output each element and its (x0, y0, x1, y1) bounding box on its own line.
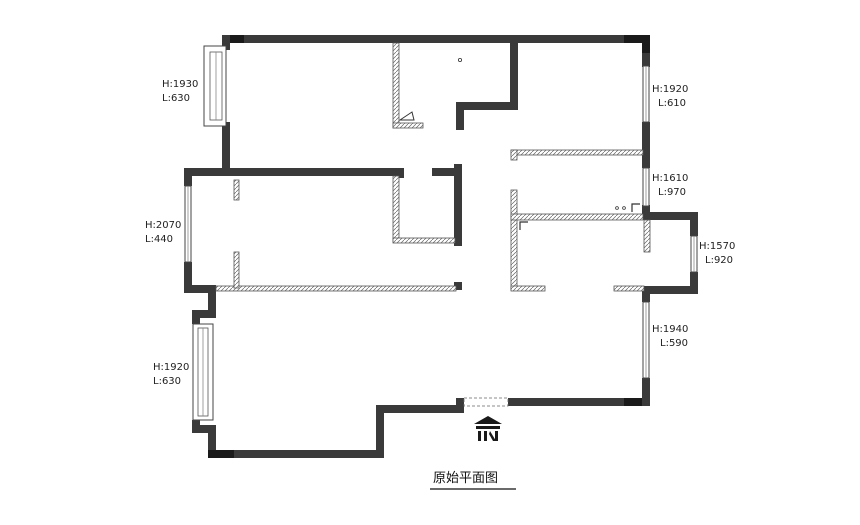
entrance-arrow-icon (474, 416, 502, 441)
window-height-label: H:1940 (652, 324, 688, 335)
plan-title: 原始平面图 (433, 471, 498, 486)
window-left-room (184, 185, 192, 263)
window-label-right-bottom: H:1940 L:590 (652, 324, 688, 349)
window-label-right-bay: H:1570 L:920 (699, 241, 735, 266)
window-height-label: H:1920 (652, 84, 688, 95)
interior-walls (398, 42, 518, 290)
window-right-middle (642, 167, 650, 207)
window-right-top (642, 65, 650, 123)
window-label-right-top: H:1920 L:610 (652, 84, 688, 109)
window-length-label: L:970 (658, 187, 686, 198)
window-label-top-left: H:1930 L:630 (162, 79, 198, 104)
window-length-label: L:920 (705, 255, 733, 266)
window-label-left-room: H:2070 L:440 (145, 220, 181, 245)
fixtures (398, 58, 640, 230)
entrance-door (463, 397, 509, 407)
window-height-label: H:2070 (145, 220, 181, 231)
window-height-label: H:1920 (153, 362, 189, 373)
window-length-label: L:630 (153, 376, 181, 387)
window-right-bay (690, 235, 698, 273)
exterior-walls (184, 35, 698, 458)
window-bottom-left (192, 323, 214, 421)
window-label-right-middle: H:1610 L:970 (652, 173, 688, 198)
window-right-bottom (642, 301, 650, 379)
window-top-left (203, 45, 227, 127)
window-length-label: L:590 (660, 338, 688, 349)
window-length-label: L:630 (162, 93, 190, 104)
window-height-label: H:1570 (699, 241, 735, 252)
window-length-label: L:610 (658, 98, 686, 109)
window-height-label: H:1930 (162, 79, 198, 90)
partition-walls (215, 42, 651, 292)
window-length-label: L:440 (145, 234, 173, 245)
window-label-bottom-left: H:1920 L:630 (153, 362, 189, 387)
window-height-label: H:1610 (652, 173, 688, 184)
